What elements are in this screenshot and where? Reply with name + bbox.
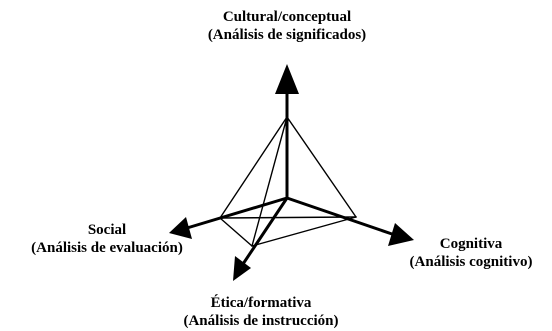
edge-bottom-right	[251, 216, 357, 247]
dimension-analysis-cognitiva: (Análisis cognitivo)	[409, 254, 533, 270]
label-cognitiva: Cognitiva (Análisis cognitivo)	[390, 235, 552, 271]
dimension-name-cultural: Cultural/conceptual	[222, 9, 352, 25]
dimension-analysis-social: (Análisis de evaluación)	[31, 240, 183, 256]
edge-left-bottom	[219, 217, 253, 247]
tetrahedron-edges	[219, 116, 357, 247]
dimension-analysis-etica: (Análisis de instrucción)	[183, 313, 339, 329]
label-cultural-conceptual: Cultural/conceptual (Análisis de signifi…	[176, 8, 398, 44]
arrowhead-cognitiva	[388, 223, 414, 246]
edge-top-bottom	[251, 116, 288, 247]
arrowhead-etica	[233, 256, 251, 281]
axes	[185, 90, 394, 266]
arrowhead-cultural	[275, 64, 299, 94]
axis-etica	[241, 196, 289, 266]
edge-top-right	[286, 116, 357, 218]
dimension-name-etica: Ética/formativa	[210, 295, 312, 311]
edge-top-left	[219, 116, 288, 219]
label-social: Social (Análisis de evaluación)	[2, 221, 212, 257]
dimension-analysis-cultural: (Análisis de significados)	[207, 27, 367, 43]
axis-social	[185, 196, 289, 230]
axis-cognitiva	[285, 196, 394, 236]
label-etica-formativa: Ética/formativa (Análisis de instrucción…	[156, 294, 366, 330]
arrowheads	[169, 64, 414, 281]
edge-left-right	[219, 216, 357, 219]
dimension-name-social: Social	[87, 222, 127, 238]
dimension-name-cognitiva: Cognitiva	[439, 236, 503, 252]
arrowhead-social	[169, 217, 192, 239]
